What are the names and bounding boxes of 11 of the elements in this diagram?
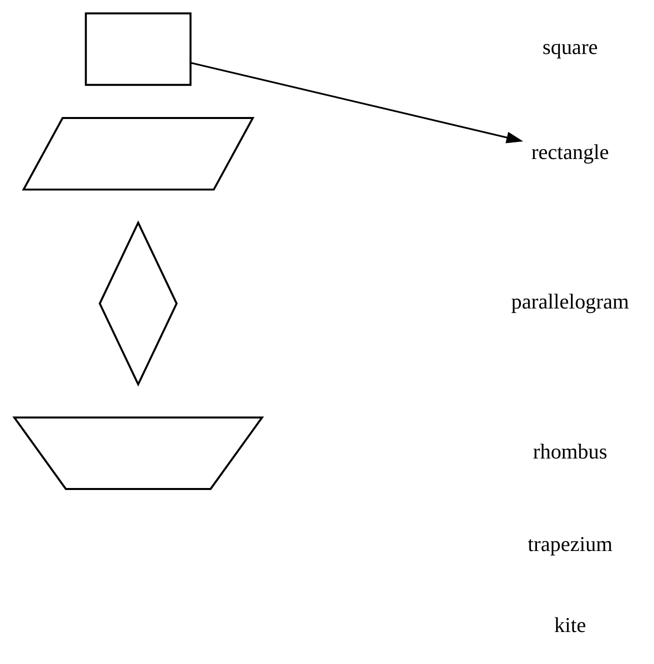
- label: parallelogram: [511, 290, 629, 314]
- label: trapezium: [528, 532, 612, 556]
- label: square: [542, 35, 598, 60]
- arrow: [190, 62, 524, 144]
- label: kite: [554, 612, 586, 637]
- node-parallelogram: [22, 117, 254, 191]
- node-box: [84, 12, 192, 86]
- node-text: rectangle: [531, 140, 609, 164]
- label: rhombus: [533, 439, 608, 464]
- node-kite: [98, 220, 178, 387]
- node-trapezium: [12, 416, 264, 490]
